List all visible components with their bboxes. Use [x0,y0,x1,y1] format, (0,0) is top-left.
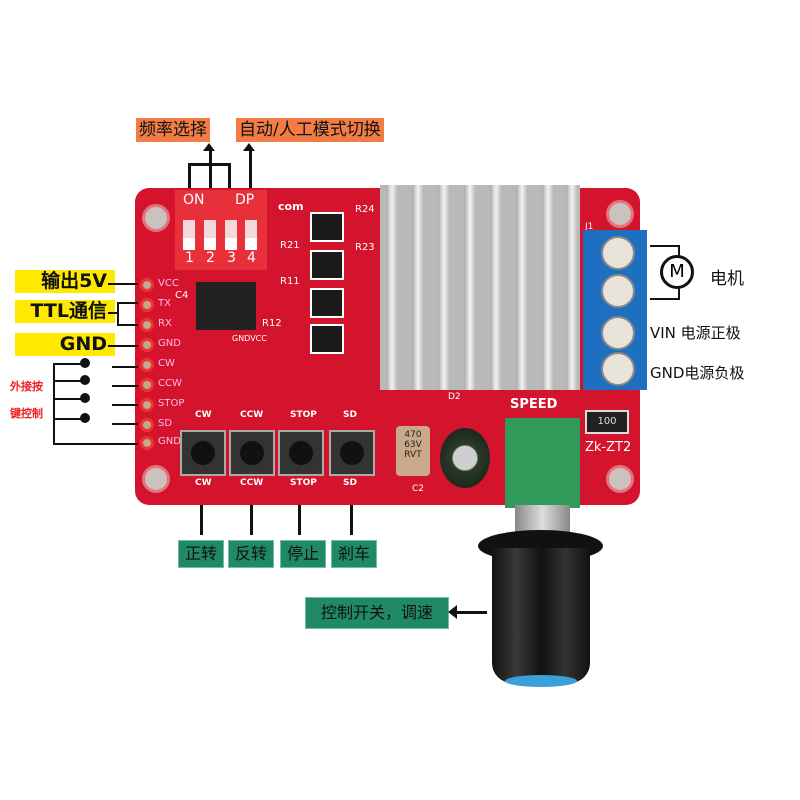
pin-label: VCC [158,278,179,289]
silk-label: R12 [262,318,282,329]
label-forward: 正转 [178,540,224,568]
button-label: SD [343,478,357,488]
power-resistor: 100 [585,410,629,434]
pin-label: TX [158,298,171,309]
dip-on-label: ON [183,192,205,208]
pin-label: SD [158,418,173,429]
ic-chip [196,282,256,330]
silk-label: R11 [280,276,300,287]
screw-terminal[interactable] [601,274,635,308]
pin-header: VCC TX RX GND CW CCW STOP SD GND [140,278,200,450]
label-knob-control: 控制开关，调速 [305,597,449,629]
silk-label: D2 [448,392,461,402]
label-vin: VIN 电源正极 [650,324,741,342]
model-label: Zk-ZT2 [585,440,632,455]
capacitor-smd: 470 63V RVT [396,426,430,476]
button-stop[interactable] [278,430,324,476]
button-label: CCW [240,478,264,488]
optocoupler [310,212,344,242]
pin-label: GND [158,338,181,349]
pin-label: CW [158,358,175,369]
button-label: CW [195,478,212,488]
silk-label: R21 [280,240,300,251]
dip-dp-label: DP [235,192,255,208]
switch-icon [80,413,90,423]
silk-label: GNDVCC [232,334,267,343]
pin-label: STOP [158,398,185,409]
arrow-up-icon [243,143,255,151]
optocoupler [310,324,344,354]
terminal-block [583,230,647,390]
optocoupler [310,288,344,318]
button-label: CCW [240,410,264,420]
pin-label: GND [158,436,181,447]
switch-icon [80,375,90,385]
pin-label: RX [158,318,172,329]
button-label: CW [195,410,212,420]
heatsink [380,185,580,390]
button-ccw[interactable] [229,430,275,476]
silk-label: J1 [585,222,594,232]
potentiometer [505,418,580,508]
label-brake: 剎车 [331,540,377,568]
button-label: STOP [290,478,317,488]
label-motor: 电机 [710,269,744,289]
mounting-hole [606,465,634,493]
label-mode-switch: 自动/人工模式切换 [236,118,384,142]
silk-label: C2 [412,484,425,494]
label-ttl: TTL通信 [15,300,115,323]
label-stop: 停止 [280,540,326,568]
switch-icon [80,358,90,368]
speed-label: SPEED [510,397,558,412]
mounting-hole [142,204,170,232]
silk-label: C4 [175,290,189,301]
mounting-hole [142,465,170,493]
label-reverse: 反转 [228,540,274,568]
screw-terminal[interactable] [601,352,635,386]
control-knob[interactable] [492,548,590,683]
button-label: SD [343,410,357,420]
motor-symbol-icon: M [660,255,694,289]
switch-icon [80,393,90,403]
screw-terminal[interactable] [601,316,635,350]
com-label: com [278,200,304,213]
arrow-left-icon [448,605,457,619]
label-frequency-select: 频率选择 [136,118,210,142]
pin-label: CCW [158,378,182,389]
label-gnd-power: GND电源负极 [650,364,745,382]
dip-num: 2 [206,250,215,266]
dip-switch[interactable]: ON DP 1 2 3 4 [175,190,267,270]
knob-ring [505,675,577,687]
button-label: STOP [290,410,317,420]
arrow-up-icon [203,143,215,151]
screw-terminal[interactable] [601,236,635,270]
mounting-hole [606,200,634,228]
label-external-control: 键控制 [10,407,43,420]
dip-num: 1 [185,250,194,266]
dip-num: 4 [247,250,256,266]
button-sd[interactable] [329,430,375,476]
optocoupler [310,250,344,280]
label-output-5v: 输出5V [15,270,115,293]
label-external-buttons: 外接按 [10,380,43,393]
dip-num: 3 [227,250,236,266]
label-gnd: GND [15,333,115,356]
silk-label: R23 [355,242,375,253]
silk-label: R24 [355,204,375,215]
button-cw[interactable] [180,430,226,476]
electrolytic-capacitor [440,428,490,488]
